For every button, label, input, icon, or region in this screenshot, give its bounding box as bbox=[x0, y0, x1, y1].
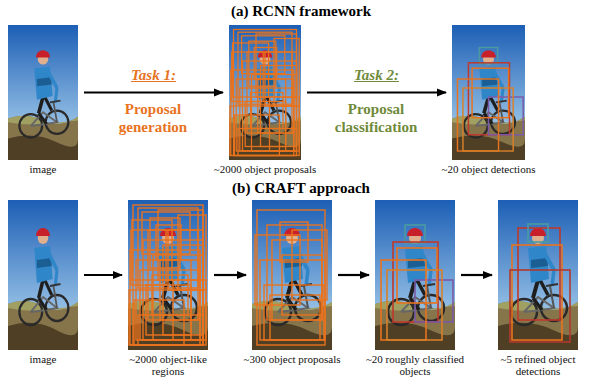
task-name: Proposal generation bbox=[93, 100, 213, 136]
flow-arrow bbox=[84, 91, 223, 93]
task-number: Task 2: bbox=[307, 66, 446, 84]
panel-caption: ~20 roughly classified objects bbox=[360, 353, 470, 377]
image-panel: ~5 refined object detections bbox=[498, 200, 578, 350]
image-panel: ~20 object detections bbox=[452, 25, 525, 160]
flow-arrow bbox=[84, 274, 122, 276]
image-panel: ~300 object proposals bbox=[252, 200, 332, 350]
flow-arrow bbox=[461, 274, 492, 276]
panel-caption: ~5 refined object detections bbox=[483, 353, 593, 377]
task-name: Proposal classification bbox=[311, 100, 441, 136]
panel-heading: (a) RCNN framework bbox=[191, 2, 411, 20]
image-panel: image bbox=[8, 25, 78, 160]
task-number: Task 1: bbox=[84, 66, 223, 84]
panel-caption: image bbox=[0, 353, 98, 365]
flow-arrow bbox=[214, 274, 246, 276]
flow-arrow bbox=[338, 274, 369, 276]
panel-caption: image bbox=[0, 163, 113, 175]
image-panel: image bbox=[8, 200, 78, 350]
image-panel: ~2000 object-like regions bbox=[128, 200, 208, 350]
flow-arrow bbox=[307, 91, 446, 93]
image-panel: ~20 roughly classified objects bbox=[375, 200, 455, 350]
panel-caption: ~20 object detections bbox=[419, 163, 559, 175]
panel-heading: (b) CRAFT approach bbox=[191, 179, 411, 197]
panel-caption: ~2000 object-like regions bbox=[113, 353, 223, 377]
image-panel: ~2000 object proposals bbox=[229, 25, 301, 160]
panel-caption: ~300 object proposals bbox=[237, 353, 347, 365]
panel-caption: ~2000 object proposals bbox=[195, 163, 335, 175]
photo-panel bbox=[8, 25, 578, 350]
